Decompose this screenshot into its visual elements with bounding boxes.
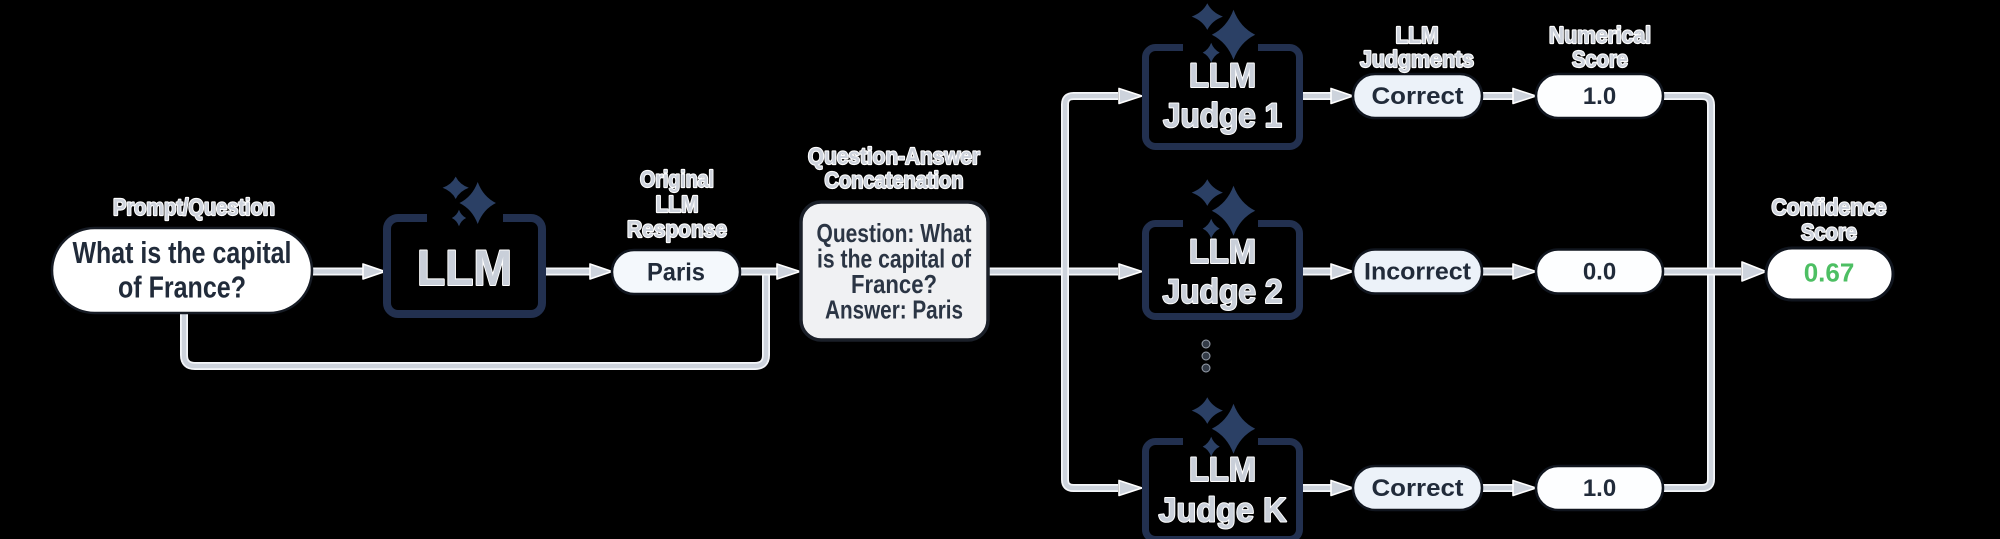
svg-text:Incorrect: Incorrect — [1364, 259, 1471, 286]
svg-text:LLM: LLM — [1189, 57, 1256, 95]
svg-text:Question: What: Question: What — [817, 218, 972, 248]
svg-text:Judge 2: Judge 2 — [1163, 273, 1283, 311]
svg-text:LLM: LLM — [1189, 233, 1256, 271]
svg-text:Numerical: Numerical — [1549, 22, 1651, 48]
svg-text:Prompt/Question: Prompt/Question — [113, 194, 275, 220]
svg-text:Original: Original — [640, 166, 714, 192]
svg-text:Score: Score — [1801, 219, 1857, 245]
svg-text:1.0: 1.0 — [1583, 475, 1616, 502]
svg-text:What is the capital: What is the capital — [73, 235, 292, 270]
svg-text:Score: Score — [1572, 46, 1628, 72]
svg-text:Judgments: Judgments — [1360, 46, 1474, 72]
svg-text:France?: France? — [851, 269, 937, 299]
svg-text:Answer: Paris: Answer: Paris — [825, 295, 963, 325]
svg-text:0.0: 0.0 — [1583, 259, 1616, 286]
svg-text:1.0: 1.0 — [1583, 83, 1616, 110]
svg-text:LLM: LLM — [1189, 451, 1256, 489]
svg-text:Confidence: Confidence — [1772, 194, 1887, 220]
svg-text:0.67: 0.67 — [1804, 258, 1855, 288]
svg-text:LLM: LLM — [417, 240, 512, 296]
svg-text:Response: Response — [627, 216, 727, 242]
svg-text:LLM: LLM — [656, 191, 699, 217]
svg-text:Correct: Correct — [1372, 475, 1464, 502]
svg-text:is the capital of: is the capital of — [817, 244, 971, 274]
svg-text:of France?: of France? — [118, 270, 246, 305]
svg-text:Paris: Paris — [647, 259, 705, 287]
svg-text:Question-Answer: Question-Answer — [808, 143, 980, 169]
svg-text:LLM: LLM — [1396, 22, 1439, 48]
svg-text:Judge 1: Judge 1 — [1163, 97, 1282, 135]
svg-text:Judge K: Judge K — [1159, 492, 1287, 530]
svg-text:Concatenation: Concatenation — [825, 167, 964, 193]
svg-text:Correct: Correct — [1372, 83, 1464, 110]
